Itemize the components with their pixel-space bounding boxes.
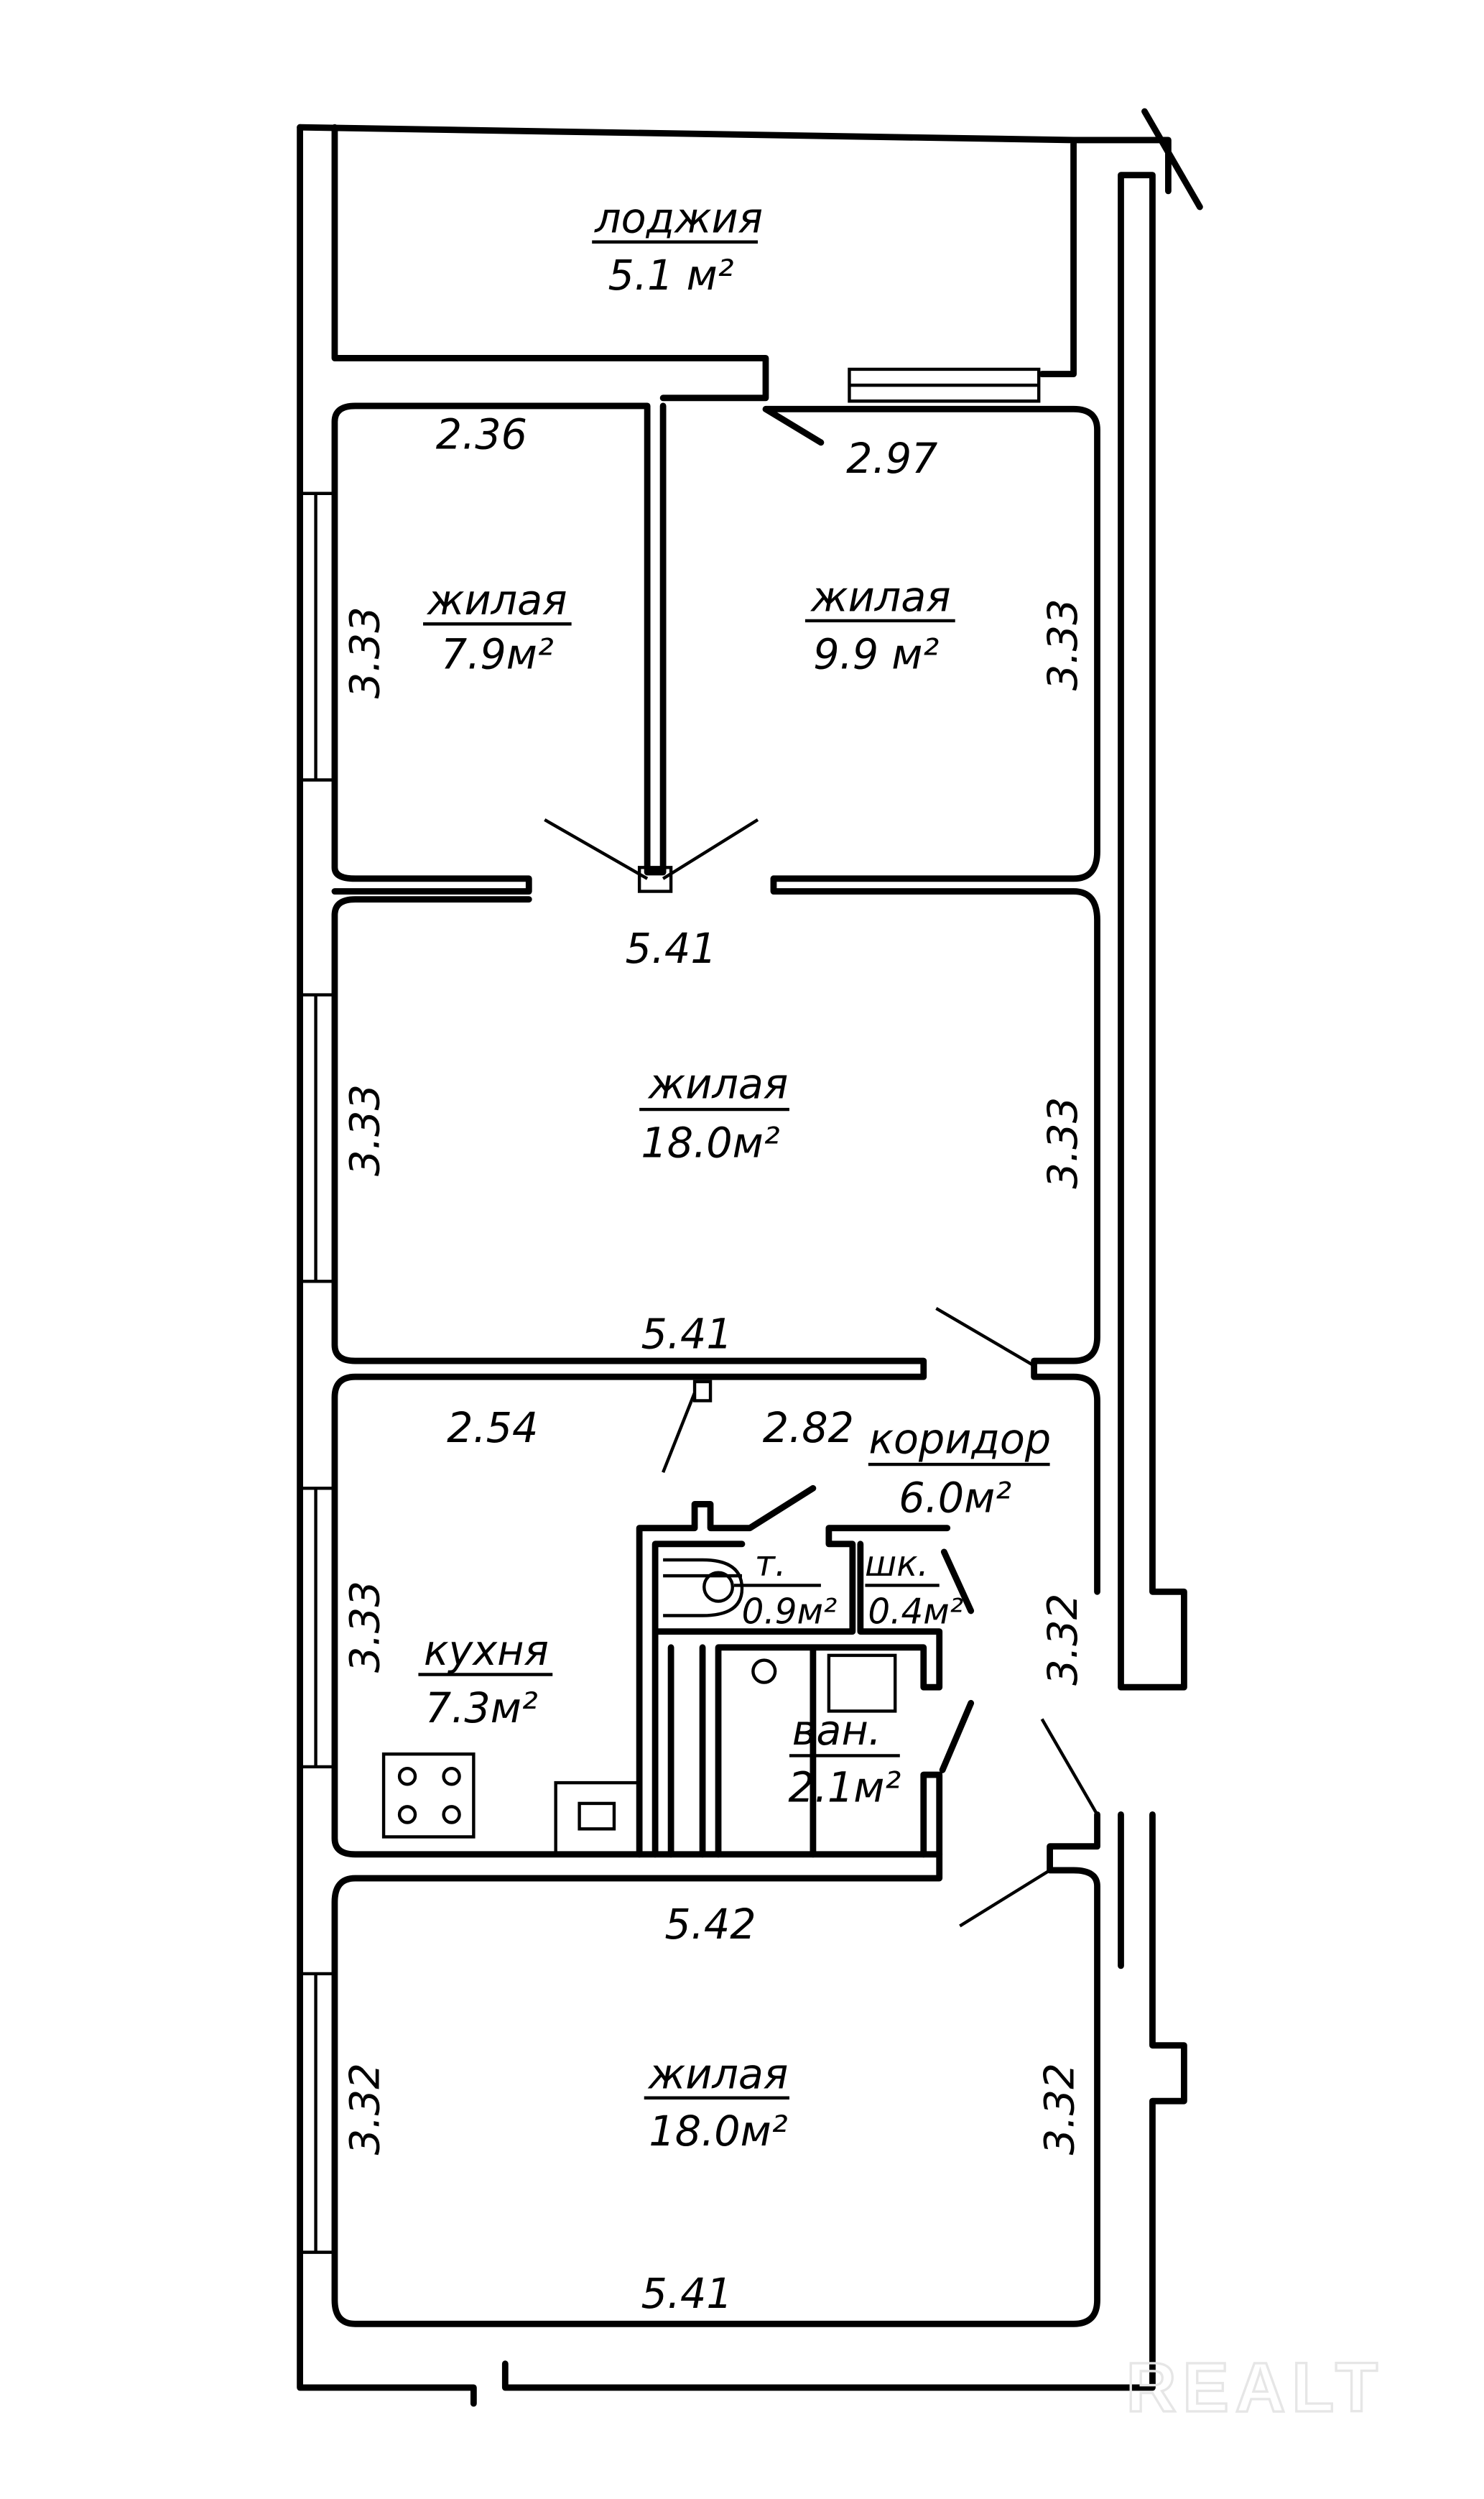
dim-label: 3.33: [1039, 1096, 1087, 1188]
bath-block-walls: [636, 1484, 975, 1858]
room-living-walls: [331, 875, 1100, 2327]
kitchen-name: кухня: [424, 1627, 549, 1675]
sink-bowl: [578, 1801, 616, 1831]
room-labels: лоджия 5.1 м² жилая 7.9м² жилая 9.9 м² ж…: [418, 194, 1051, 2156]
door-swings-mid: [662, 1307, 1099, 1928]
dim-label: 5.41: [641, 1310, 732, 1358]
dim-label: 5.42: [664, 1900, 756, 1949]
washbasin: [827, 1653, 897, 1713]
dim-label: 3.33: [341, 1084, 389, 1176]
sink-icon: [554, 1780, 641, 1857]
stove-icon: [381, 1752, 476, 1839]
left-outer-wall: [297, 124, 769, 2407]
closet-name: шк.: [865, 1544, 929, 1584]
right-outer-wall: [501, 172, 1187, 2391]
bath-drain: [751, 1658, 777, 1684]
living1-area: 7.9м²: [441, 630, 554, 678]
dim-label: 2.36: [436, 411, 527, 459]
room-bedroom-walls: [331, 402, 1100, 895]
bath-area: 2.1м²: [788, 1763, 901, 1811]
dim-label: 2.82: [763, 1404, 854, 1452]
dim-label: 2.54: [447, 1404, 538, 1452]
closet-area: 0.4м²: [868, 1592, 963, 1632]
burner: [442, 1766, 461, 1786]
door-swings-top: [544, 818, 759, 893]
burner: [397, 1766, 417, 1786]
toilet-name: т.: [755, 1544, 787, 1584]
living4-name: жилая: [647, 2050, 789, 2098]
dim-label: 3.32: [1039, 1594, 1087, 1686]
dim-label: 5.41: [641, 2270, 732, 2318]
realt-watermark: REALT: [1126, 2348, 1384, 2426]
dim-label: 3.32: [1036, 2063, 1084, 2155]
corridor-name: коридор: [869, 1415, 1052, 1463]
bath-name: ван.: [792, 1706, 881, 1755]
kitchen-area: 7.3м²: [425, 1684, 538, 1732]
left-windows: [300, 491, 335, 2254]
walls: [297, 108, 1203, 2407]
dim-label: 2.97: [846, 435, 937, 483]
burner: [442, 1805, 461, 1824]
living3-area: 18.0м²: [641, 1119, 779, 1167]
dim-label: 3.33: [341, 1581, 389, 1673]
living2-name: жилая: [810, 573, 951, 621]
dimension-labels: 2.36 2.97 3.33 3.33 5.41 3.33 3.33 5.41 …: [341, 411, 1087, 2319]
dim-label: 5.41: [625, 925, 716, 973]
corridor-area: 6.0м²: [899, 1474, 1011, 1522]
toilet-area: 0.9м²: [742, 1592, 838, 1632]
loggia-window: [848, 367, 1041, 403]
living2-area: 9.9 м²: [813, 630, 939, 678]
dim-label: 3.33: [341, 606, 389, 698]
living3-name: жилая: [647, 1060, 789, 1108]
burner: [397, 1805, 417, 1824]
dim-label: 3.32: [341, 2063, 389, 2155]
loggia-wall: [297, 108, 1203, 378]
loggia-name: лоджия: [594, 194, 763, 242]
living4-area: 18.0м²: [649, 2107, 787, 2156]
toilet-bowl: [702, 1571, 735, 1603]
living1-name: жилая: [426, 576, 567, 624]
loggia-area: 5.1 м²: [608, 251, 734, 300]
dim-label: 3.33: [1039, 599, 1087, 690]
toilet-fixture: [663, 1558, 744, 1617]
